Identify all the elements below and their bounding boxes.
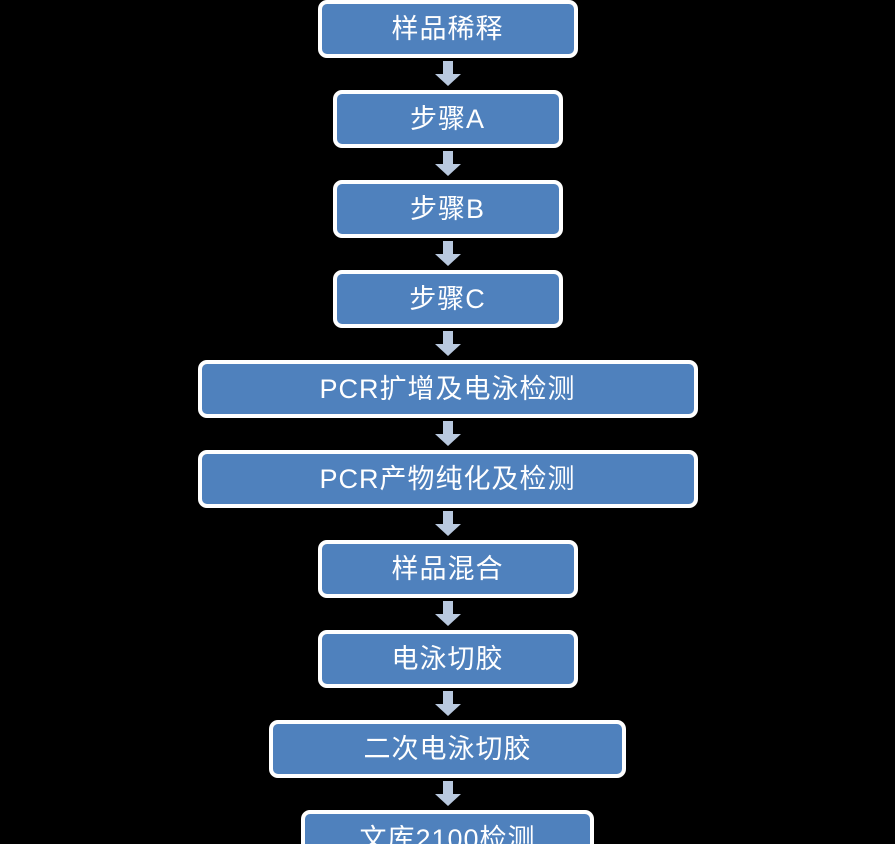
flow-node-label: 步骤A [409, 103, 485, 134]
arrow-down-icon [434, 781, 462, 807]
arrow-down-icon [434, 151, 462, 177]
flow-connector-3 [433, 240, 463, 268]
flow-connector-8 [433, 690, 463, 718]
flow-connector-5 [433, 420, 463, 448]
arrow-down-icon [434, 421, 462, 447]
flow-node-label: 文库2100检测 [359, 823, 536, 844]
arrow-down-icon [434, 241, 462, 267]
flow-node-label: 样品混合 [391, 553, 504, 584]
flow-connector-6 [433, 510, 463, 538]
flow-node-3[interactable]: 步骤B [332, 180, 563, 238]
flow-node-8[interactable]: 电泳切胶 [317, 630, 578, 688]
flow-node-10[interactable]: 文库2100检测 [301, 810, 594, 844]
flow-node-label: 步骤B [409, 193, 485, 224]
flow-node-label: 步骤C [409, 283, 486, 314]
arrow-down-icon [434, 601, 462, 627]
flow-node-label: 样品稀释 [391, 13, 504, 44]
arrow-down-icon [434, 511, 462, 537]
flow-node-2[interactable]: 步骤A [332, 90, 563, 148]
flow-node-7[interactable]: 样品混合 [317, 540, 578, 598]
arrow-down-icon [434, 691, 462, 717]
flow-node-6[interactable]: PCR产物纯化及检测 [197, 450, 698, 508]
flow-node-9[interactable]: 二次电泳切胶 [269, 720, 626, 778]
flow-connector-4 [433, 330, 463, 358]
flow-node-5[interactable]: PCR扩增及电泳检测 [197, 360, 698, 418]
flow-node-label: 二次电泳切胶 [363, 733, 532, 764]
flow-connector-9 [433, 780, 463, 808]
flow-node-4[interactable]: 步骤C [332, 270, 563, 328]
flow-node-label: 电泳切胶 [391, 643, 504, 674]
flow-node-label: PCR扩增及电泳检测 [319, 373, 576, 404]
flow-connector-1 [433, 60, 463, 88]
arrow-down-icon [434, 331, 462, 357]
flow-connector-7 [433, 600, 463, 628]
flow-node-label: PCR产物纯化及检测 [319, 463, 576, 494]
arrow-down-icon [434, 61, 462, 87]
flow-node-1[interactable]: 样品稀释 [317, 0, 578, 58]
flow-connector-2 [433, 150, 463, 178]
